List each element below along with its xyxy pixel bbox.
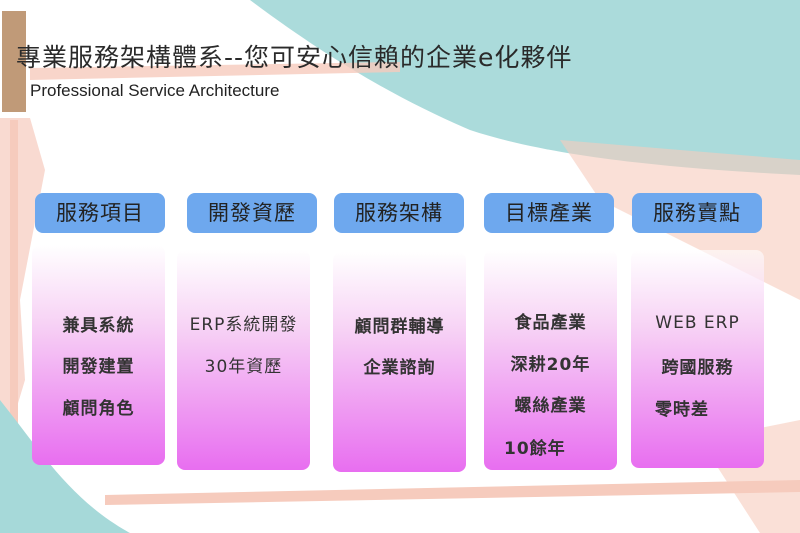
card-selling-points: WEB ERP 跨國服務 零時差 [631,250,764,468]
column-heading-selling-points: 服務賣點 [632,193,762,233]
page-title: 專業服務架構體系--您可安心信賴的企業e化夥伴 [16,43,573,72]
card-experience: ERP系統開發 30年資歷 [177,250,310,470]
card-line: 10餘年 [504,439,566,459]
card-line: 顧問群輔導 [354,317,445,337]
card-line: ERP系統開發 [189,315,298,335]
card-line: 零時差 [655,400,709,420]
card-line: 顧問角色 [62,399,135,419]
card-line: WEB ERP [655,313,740,333]
card-architecture: 顧問群輔導 企業諮詢 [333,252,466,472]
card-line: 跨國服務 [661,358,734,378]
card-line: 螺絲產業 [514,396,587,416]
accent-bar [2,11,26,112]
card-line: 食品產業 [514,313,587,333]
card-line: 兼具系統 [62,316,135,336]
column-heading-target-industry: 目標產業 [484,193,614,233]
column-heading-experience: 開發資歷 [187,193,317,233]
card-line: 開發建置 [62,357,135,377]
card-service-items: 兼具系統 開發建置 顧問角色 [32,245,165,465]
card-line: 企業諮詢 [363,358,436,378]
column-heading-architecture: 服務架構 [334,193,464,233]
column-heading-service-items: 服務項目 [35,193,165,233]
page-subtitle: Professional Service Architecture [30,81,280,100]
card-line: 深耕20年 [510,355,591,375]
card-target-industry: 食品產業 深耕20年 螺絲產業 10餘年 [484,250,617,470]
card-line: 30年資歷 [204,357,283,377]
